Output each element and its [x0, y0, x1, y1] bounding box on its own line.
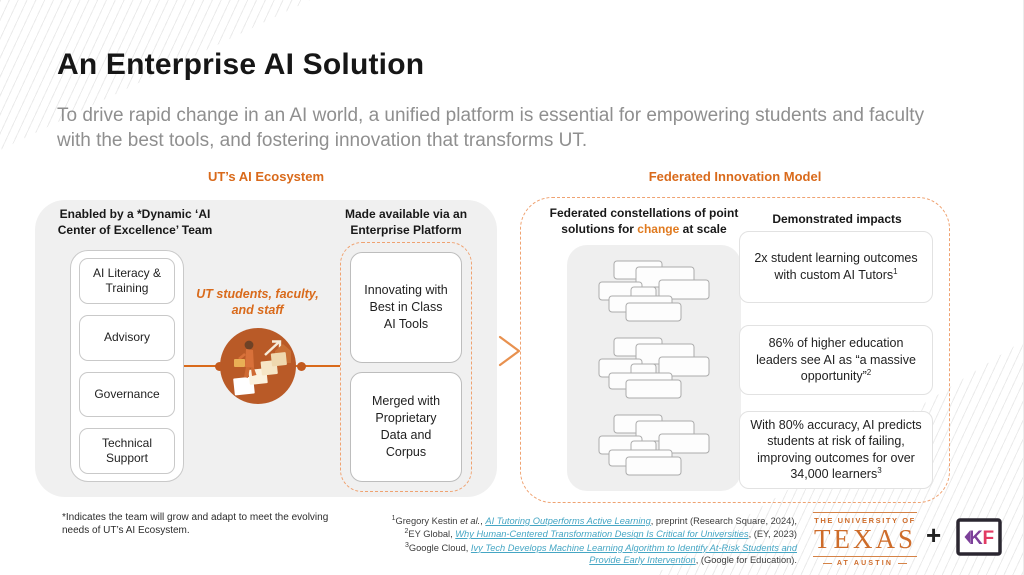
impact-card: With 80% accuracy, AI predicts students … — [739, 411, 933, 489]
growth-icon — [220, 328, 296, 404]
ut-austin-logo: THE UNIVERSITY OF TEXAS AT AUSTIN — [813, 512, 917, 567]
platform-heading: Made available via an Enterprise Platfor… — [344, 207, 468, 237]
plus-sign: + — [926, 520, 942, 550]
citation-line: 1Gregory Kestin et al., AI Tutoring Outp… — [391, 515, 797, 527]
ecosystem-section-header: UT’s AI Ecosystem — [207, 169, 325, 184]
connector-dot — [215, 362, 224, 371]
citations: 1Gregory Kestin et al., AI Tutoring Outp… — [375, 514, 797, 566]
constellation-heading: Federated constellations of point soluti… — [549, 206, 739, 236]
flow-arrow-icon — [498, 335, 521, 367]
constellation-box — [567, 245, 741, 491]
citation-link[interactable]: AI Tutoring Outperforms Active Learning — [485, 516, 651, 527]
point-solutions-cluster-icon — [598, 337, 710, 399]
point-solutions-cluster-icon — [598, 260, 710, 322]
logo-rule — [813, 556, 917, 557]
point-solutions-cluster-icon — [598, 414, 710, 476]
impact-card: 86% of higher education leaders see AI a… — [739, 325, 933, 395]
footnote: *Indicates the team will grow and adapt … — [62, 512, 329, 536]
team-heading: Enabled by a *Dynamic ‘AI Center of Exce… — [57, 207, 213, 237]
impacts-heading: Demonstrated impacts — [772, 212, 902, 226]
slide-subtitle: To drive rapid change in an AI world, a … — [57, 105, 925, 152]
ecosystem-panel: Enabled by a *Dynamic ‘AI Center of Exce… — [35, 200, 497, 497]
impacts-list: 2x student learning outcomes with custom… — [739, 198, 933, 502]
logo-dash — [822, 563, 832, 564]
page-title: An Enterprise AI Solution — [57, 48, 425, 81]
change-highlight: change — [637, 221, 680, 236]
platform-item: Merged with Proprietary Data and Corpus — [350, 371, 462, 482]
svg-text:K: K — [969, 528, 983, 549]
federated-panel: Federated constellations of point soluti… — [520, 197, 950, 503]
audience-label: UT students, faculty, and staff — [196, 287, 319, 318]
platform-item: Innovating with Best in Class AI Tools — [350, 252, 462, 363]
citation-line: 3Google Cloud, Ivy Tech Develops Machine… — [404, 541, 797, 566]
citation-link[interactable]: Ivy Tech Develops Machine Learning Algor… — [470, 542, 797, 566]
kf-monogram-icon: K F — [956, 518, 1002, 556]
ut-logo-wordmark: TEXAS — [814, 524, 916, 554]
logo-dash — [898, 563, 908, 564]
citation-line: 2EY Global, Why Human-Centered Transform… — [404, 528, 797, 540]
citation-link[interactable]: Why Human-Centered Transformation Design… — [455, 529, 749, 540]
impact-card: 2x student learning outcomes with custom… — [739, 231, 933, 303]
connector-dot — [297, 362, 306, 371]
logo-rule — [813, 512, 917, 513]
team-item: Governance — [79, 371, 175, 418]
ut-logo-line1: THE UNIVERSITY OF — [814, 516, 916, 525]
svg-text:F: F — [983, 528, 995, 549]
team-item: AI Literacy & Training — [79, 258, 175, 304]
ut-logo-line3: AT AUSTIN — [836, 560, 894, 567]
team-item: Technical Support — [79, 428, 175, 474]
korn-ferry-logo: K F — [956, 518, 1002, 561]
federated-section-header: Federated Innovation Model — [648, 169, 822, 184]
team-item: Advisory — [79, 314, 175, 361]
